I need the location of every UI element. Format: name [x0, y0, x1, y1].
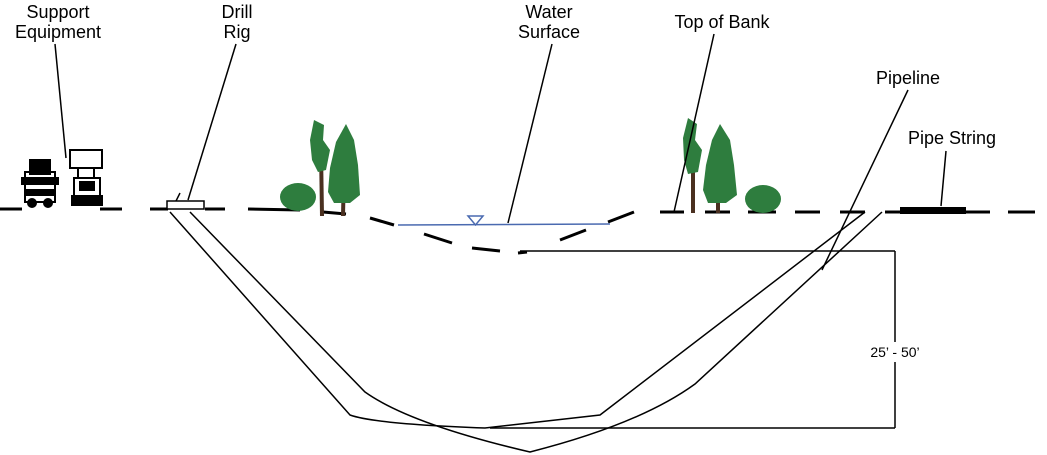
pipeline-borehole — [169, 211, 883, 453]
vegetation-right — [683, 118, 781, 213]
vegetation-left — [280, 120, 360, 217]
water-level-triangle-icon — [466, 215, 485, 227]
pipeline-label: Pipeline — [876, 68, 940, 88]
ground-surface — [0, 207, 1035, 255]
support-equipment-icon — [21, 149, 103, 208]
tree-icon — [683, 118, 702, 174]
drill-rig-label-line1: Drill — [222, 2, 253, 22]
support-equipment-label-line1: Support — [26, 2, 89, 22]
drill-rig-label-line2: Rig — [223, 22, 250, 42]
water-surface — [397, 215, 611, 227]
tree-icon — [328, 124, 360, 203]
top-of-bank-label: Top of Bank — [674, 12, 770, 32]
pipe-string-icon — [900, 207, 966, 214]
bush-icon — [745, 185, 781, 213]
water-surface-label-line1: Water — [525, 2, 572, 22]
depth-label-bg — [865, 342, 925, 362]
leader-lines — [54, 33, 947, 271]
pipe-string-label: Pipe String — [908, 128, 996, 148]
bush-icon — [280, 183, 316, 211]
drill-rig-icon — [166, 192, 205, 210]
depth-label: 25’ - 50’ — [870, 344, 919, 360]
support-equipment-label-line2: Equipment — [15, 22, 101, 42]
water-surface-label-line2: Surface — [518, 22, 580, 42]
depth-dimension — [490, 250, 896, 429]
tree-icon — [703, 124, 737, 203]
tree-icon — [310, 120, 330, 172]
